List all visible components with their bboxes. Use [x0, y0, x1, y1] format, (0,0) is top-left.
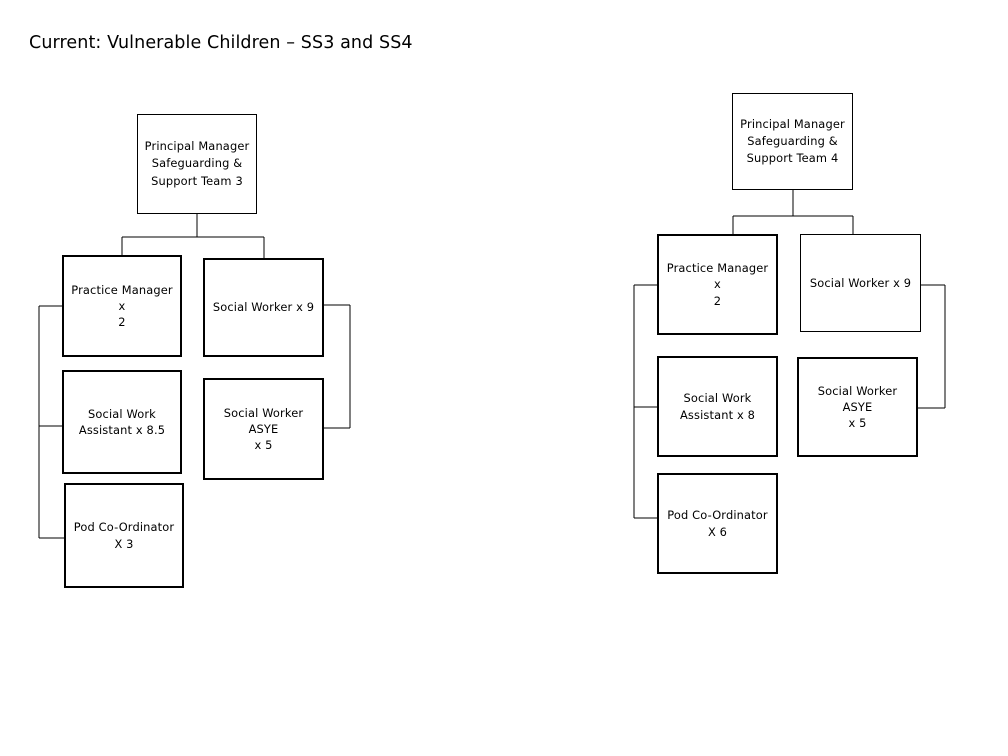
node-label: Social Worker ASYE x 5 [223, 405, 304, 453]
node-label: Pod Co-Ordinator X 3 [73, 520, 175, 551]
node-label: Social Work Assistant x 8.5 [78, 406, 166, 437]
node-ss3-social-worker[interactable]: Social Worker x 9 [203, 258, 324, 357]
node-ss4-pod-coordinator[interactable]: Pod Co-Ordinator X 6 [657, 473, 778, 574]
node-label: Principal Manager Safeguarding & Support… [144, 139, 250, 188]
node-label: Practice Manager x 2 [666, 261, 769, 308]
node-ss4-social-work-assistant[interactable]: Social Work Assistant x 8 [657, 356, 778, 457]
node-ss3-practice-manager[interactable]: Practice Manager x 2 [62, 255, 182, 357]
node-label: Social Worker ASYE x 5 [817, 383, 898, 431]
node-label: Principal Manager Safeguarding & Support… [740, 116, 845, 166]
node-label: Pod Co-Ordinator X 6 [667, 508, 768, 539]
node-label: Practice Manager x 2 [71, 282, 173, 330]
node-ss4-practice-manager[interactable]: Practice Manager x 2 [657, 234, 778, 335]
node-ss4-social-worker-asye[interactable]: Social Worker ASYE x 5 [797, 357, 918, 457]
node-ss4-social-worker[interactable]: Social Worker x 9 [800, 234, 921, 332]
node-ss3-root[interactable]: Principal Manager Safeguarding & Support… [137, 114, 257, 214]
node-ss3-pod-coordinator[interactable]: Pod Co-Ordinator X 3 [64, 483, 184, 588]
node-label: Social Work Assistant x 8 [679, 391, 756, 422]
page-title: Current: Vulnerable Children – SS3 and S… [29, 33, 413, 53]
node-ss3-social-work-assistant[interactable]: Social Work Assistant x 8.5 [62, 370, 182, 474]
node-label: Social Worker x 9 [212, 300, 315, 315]
node-ss4-root[interactable]: Principal Manager Safeguarding & Support… [732, 93, 853, 190]
node-ss3-social-worker-asye[interactable]: Social Worker ASYE x 5 [203, 378, 324, 480]
node-label: Social Worker x 9 [809, 275, 912, 290]
